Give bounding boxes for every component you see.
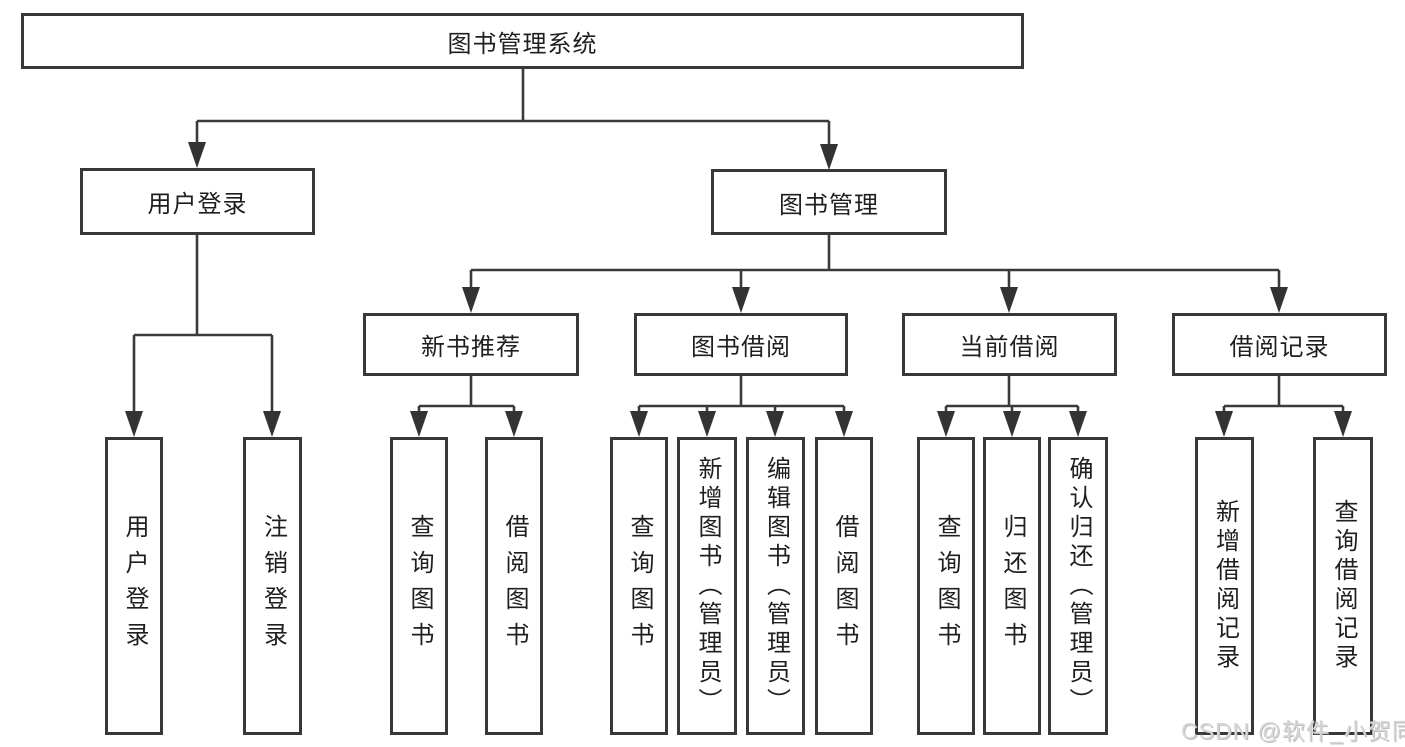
leaf-borrow-book-2: 借阅图书 <box>815 437 873 735</box>
node-user-login-label: 用户登录 <box>147 191 248 218</box>
csdn-watermark: CSDN @软件_小贺同学 <box>1181 718 1405 744</box>
leaf-return-book-label: 归还图书 <box>999 514 1026 658</box>
leaf-query-book-1-label: 查询图书 <box>406 514 433 658</box>
leaf-borrow-book-1: 借阅图书 <box>485 437 543 735</box>
leaf-query-borrow-record-label: 查询借阅记录 <box>1330 499 1357 673</box>
leaf-add-book-admin-label: 新增图书（管理员） <box>694 455 721 717</box>
node-root: 图书管理系统 <box>21 13 1024 69</box>
node-user-login: 用户登录 <box>80 168 315 235</box>
leaf-user-login: 用户登录 <box>105 437 163 735</box>
leaf-borrow-book-1-label: 借阅图书 <box>501 514 528 658</box>
node-new-book-recommend: 新书推荐 <box>363 313 579 376</box>
leaf-confirm-return-admin: 确认归还（管理员） <box>1048 437 1108 735</box>
leaf-add-borrow-record: 新增借阅记录 <box>1195 437 1254 735</box>
node-borrow-records: 借阅记录 <box>1172 313 1387 376</box>
leaf-query-book-3: 查询图书 <box>917 437 975 735</box>
leaf-edit-book-admin-label: 编辑图书（管理员） <box>762 455 790 717</box>
leaf-add-book-admin: 新增图书（管理员） <box>677 437 737 735</box>
node-borrow-records-label: 借阅记录 <box>1229 334 1330 361</box>
leaf-query-book-1: 查询图书 <box>390 437 448 735</box>
leaf-edit-book-admin: 编辑图书（管理员） <box>746 437 805 735</box>
leaf-query-book-2-label: 查询图书 <box>626 514 653 658</box>
leaf-logout: 注销登录 <box>243 437 302 735</box>
node-book-borrow-label: 图书借阅 <box>691 334 791 361</box>
leaf-query-book-2: 查询图书 <box>610 437 668 735</box>
leaf-borrow-book-2-label: 借阅图书 <box>831 514 858 658</box>
node-root-label: 图书管理系统 <box>447 30 598 58</box>
leaf-add-borrow-record-label: 新增借阅记录 <box>1211 499 1239 673</box>
leaf-confirm-return-admin-label: 确认归还（管理员） <box>1065 455 1092 717</box>
leaf-query-borrow-record: 查询借阅记录 <box>1313 437 1373 735</box>
leaf-logout-label: 注销登录 <box>259 514 287 658</box>
arrowheads <box>125 142 1352 437</box>
leaf-query-book-3-label: 查询图书 <box>933 514 960 658</box>
node-new-book-recommend-label: 新书推荐 <box>421 334 521 361</box>
node-book-management: 图书管理 <box>711 169 947 235</box>
node-current-borrow-label: 当前借阅 <box>959 334 1060 361</box>
leaf-user-login-label: 用户登录 <box>121 514 148 658</box>
node-book-management-label: 图书管理 <box>779 191 879 219</box>
leaf-return-book: 归还图书 <box>983 437 1041 735</box>
node-current-borrow: 当前借阅 <box>902 313 1117 376</box>
node-book-borrow: 图书借阅 <box>634 313 848 376</box>
